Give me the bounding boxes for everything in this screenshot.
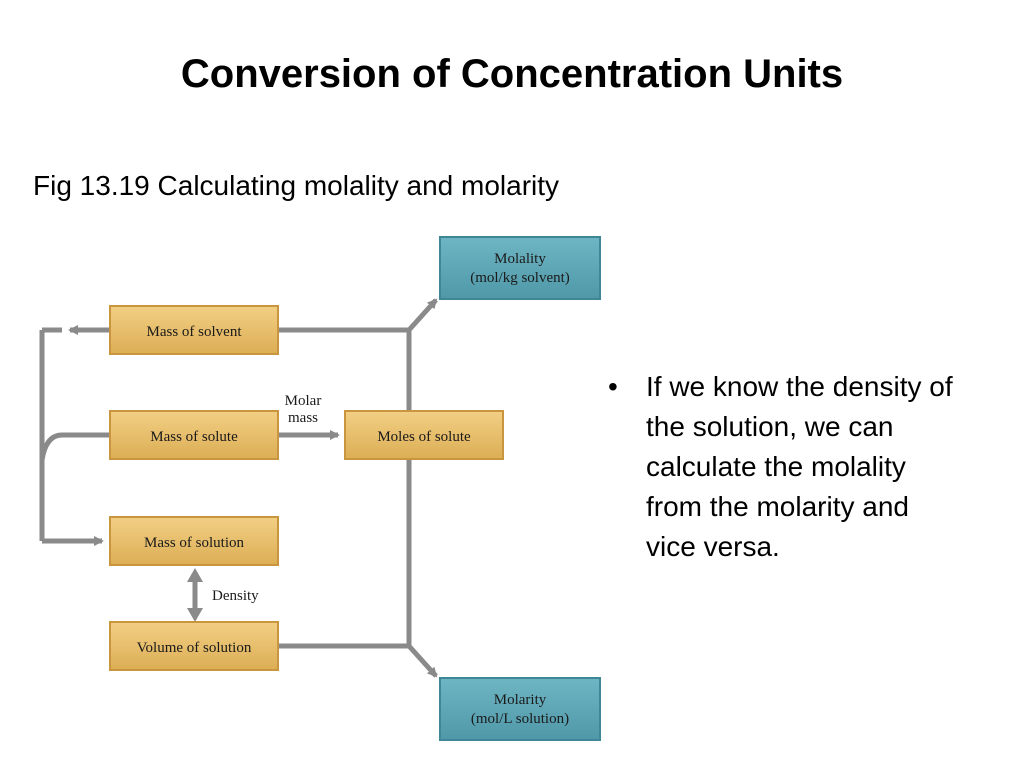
bullet-list-area: • If we know the density of the solution… [608, 367, 1008, 567]
box-mass-of-solute-label: Mass of solute [150, 429, 238, 445]
density-double-arrow [187, 568, 203, 622]
box-moles-of-solute-label: Moles of solute [377, 429, 471, 445]
box-mass-of-solution: Mass of solution [109, 516, 279, 566]
slide-title: Conversion of Concentration Units [180, 52, 844, 96]
bullet-list: • If we know the density of the solution… [608, 367, 1008, 567]
rail-to-molality-arrow [407, 298, 438, 332]
box-mass-of-solvent: Mass of solvent [109, 305, 279, 355]
connector-lines [39, 298, 438, 678]
figure-caption: Fig 13.19 Calculating molality and molar… [33, 170, 560, 201]
box-molality-title: Molality [494, 251, 546, 267]
box-volume-of-solution-label: Volume of solution [137, 640, 252, 656]
solute-to-rail-curve [39, 432, 110, 461]
box-volume-of-solution: Volume of solution [109, 621, 279, 671]
bullet-dot-icon: • [608, 371, 618, 402]
box-molarity-title: Molarity [494, 692, 547, 708]
box-molality: Molality (mol/kg solvent) [439, 236, 601, 300]
molar-mass-label-line1: Molar [285, 393, 322, 409]
box-moles-of-solute: Moles of solute [344, 410, 504, 460]
molar-mass-label-line2: mass [288, 410, 318, 426]
box-mass-of-solute: Mass of solute [109, 410, 279, 460]
box-molality-units: (mol/kg solvent) [470, 270, 570, 286]
box-molarity-units: (mol/L solution) [471, 711, 569, 727]
bullet-text: If we know the density of the solution, … [646, 371, 953, 562]
rail-to-molarity-arrow [407, 644, 438, 678]
box-mass-of-solvent-label: Mass of solvent [147, 324, 243, 340]
box-molarity: Molarity (mol/L solution) [439, 677, 601, 741]
box-mass-of-solution-label: Mass of solution [144, 535, 245, 551]
bullet-item: • If we know the density of the solution… [608, 367, 956, 567]
density-label: Density [212, 588, 259, 604]
